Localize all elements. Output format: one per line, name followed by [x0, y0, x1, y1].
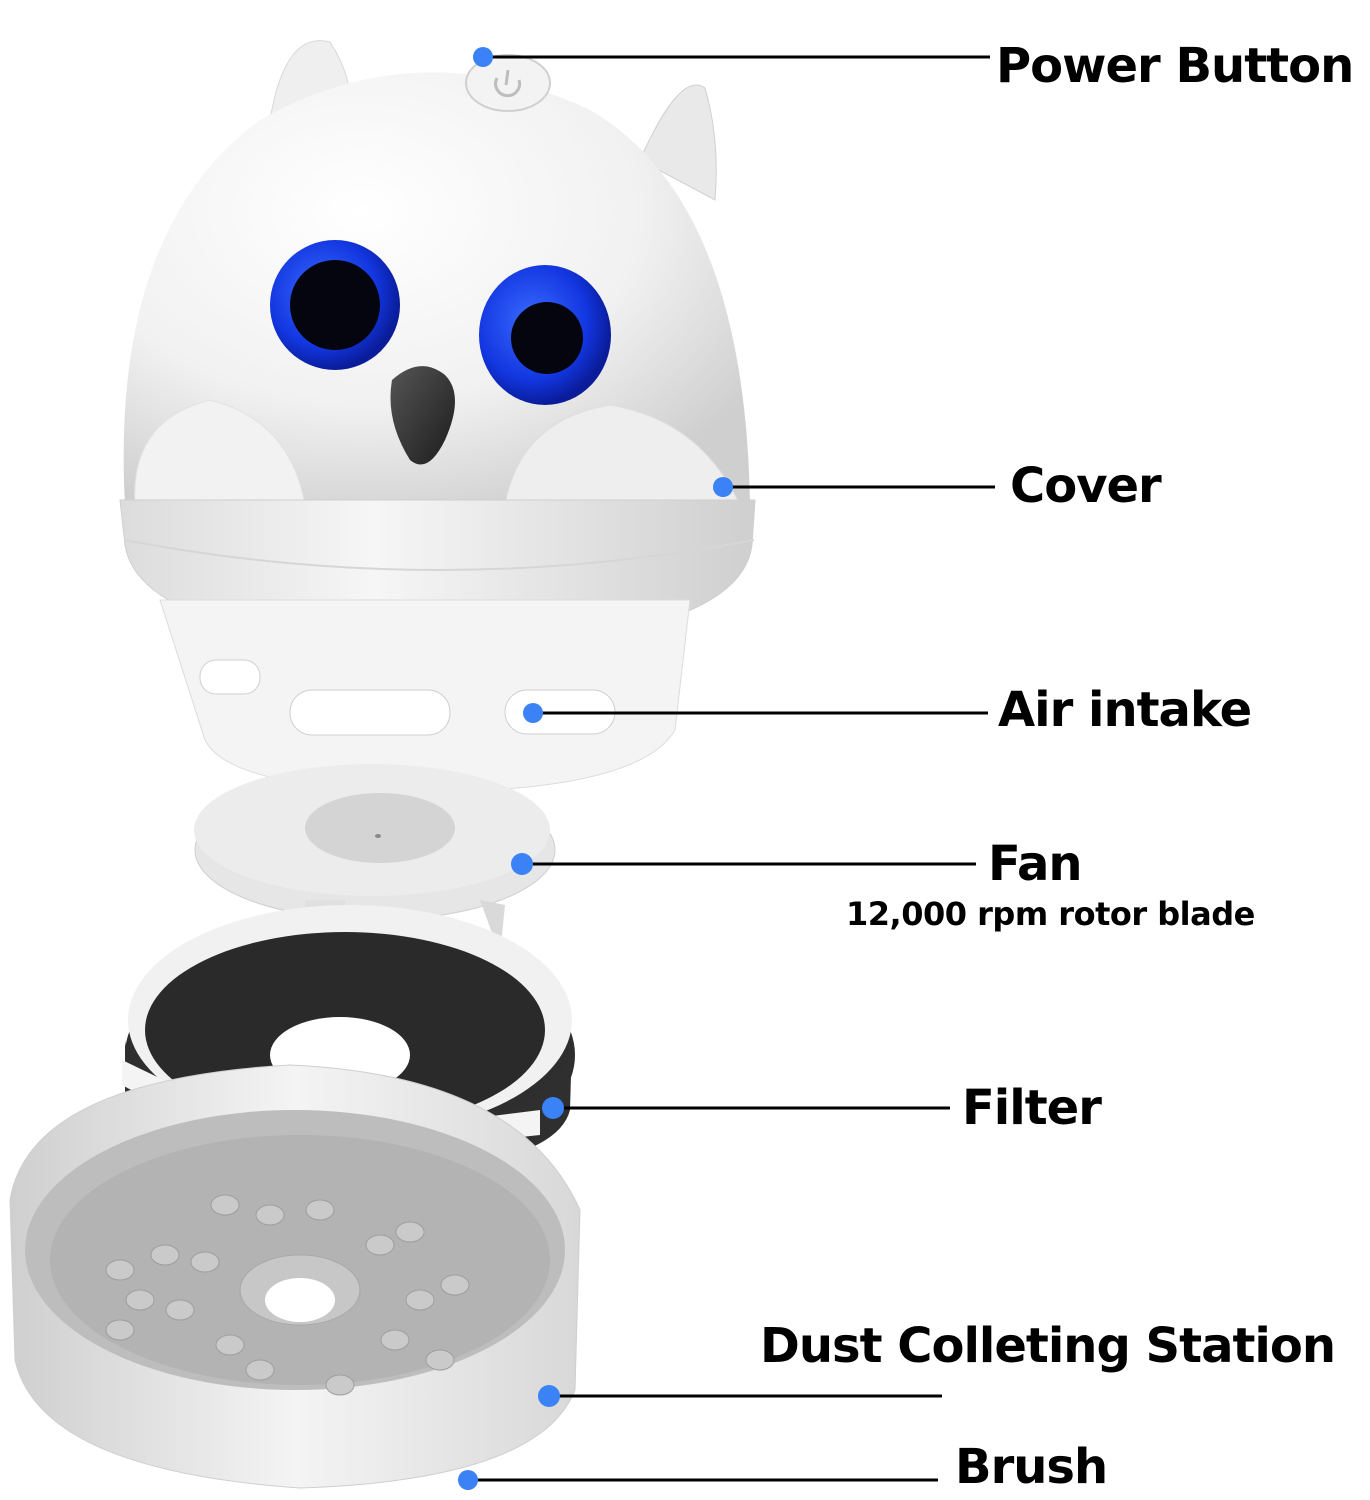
callout-dot-fan — [511, 853, 533, 875]
callout-dot-air-intake — [523, 703, 543, 723]
callout-dot-dust-station — [538, 1385, 560, 1407]
callout-dot-power-button — [473, 47, 493, 67]
label-fan: Fan — [988, 836, 1083, 892]
label-power-button: Power Button — [996, 38, 1354, 94]
label-air-intake: Air intake — [998, 682, 1252, 738]
callout-dot-cover — [713, 477, 733, 497]
label-dust-station: Dust Colleting Station — [760, 1318, 1336, 1374]
label-fan-subtitle: 12,000 rpm rotor blade — [846, 895, 1255, 933]
dust-station-part — [9, 1064, 581, 1489]
label-brush: Brush — [955, 1439, 1108, 1495]
callout-dot-brush — [458, 1470, 478, 1490]
fan-part — [194, 764, 556, 965]
label-cover: Cover — [1010, 458, 1162, 514]
callout-dot-filter — [542, 1097, 564, 1119]
callout-dots — [458, 47, 733, 1490]
label-filter: Filter — [962, 1080, 1102, 1136]
leader-lines — [468, 55, 995, 1482]
air-intake-part — [159, 599, 691, 793]
cover-part — [119, 40, 756, 651]
